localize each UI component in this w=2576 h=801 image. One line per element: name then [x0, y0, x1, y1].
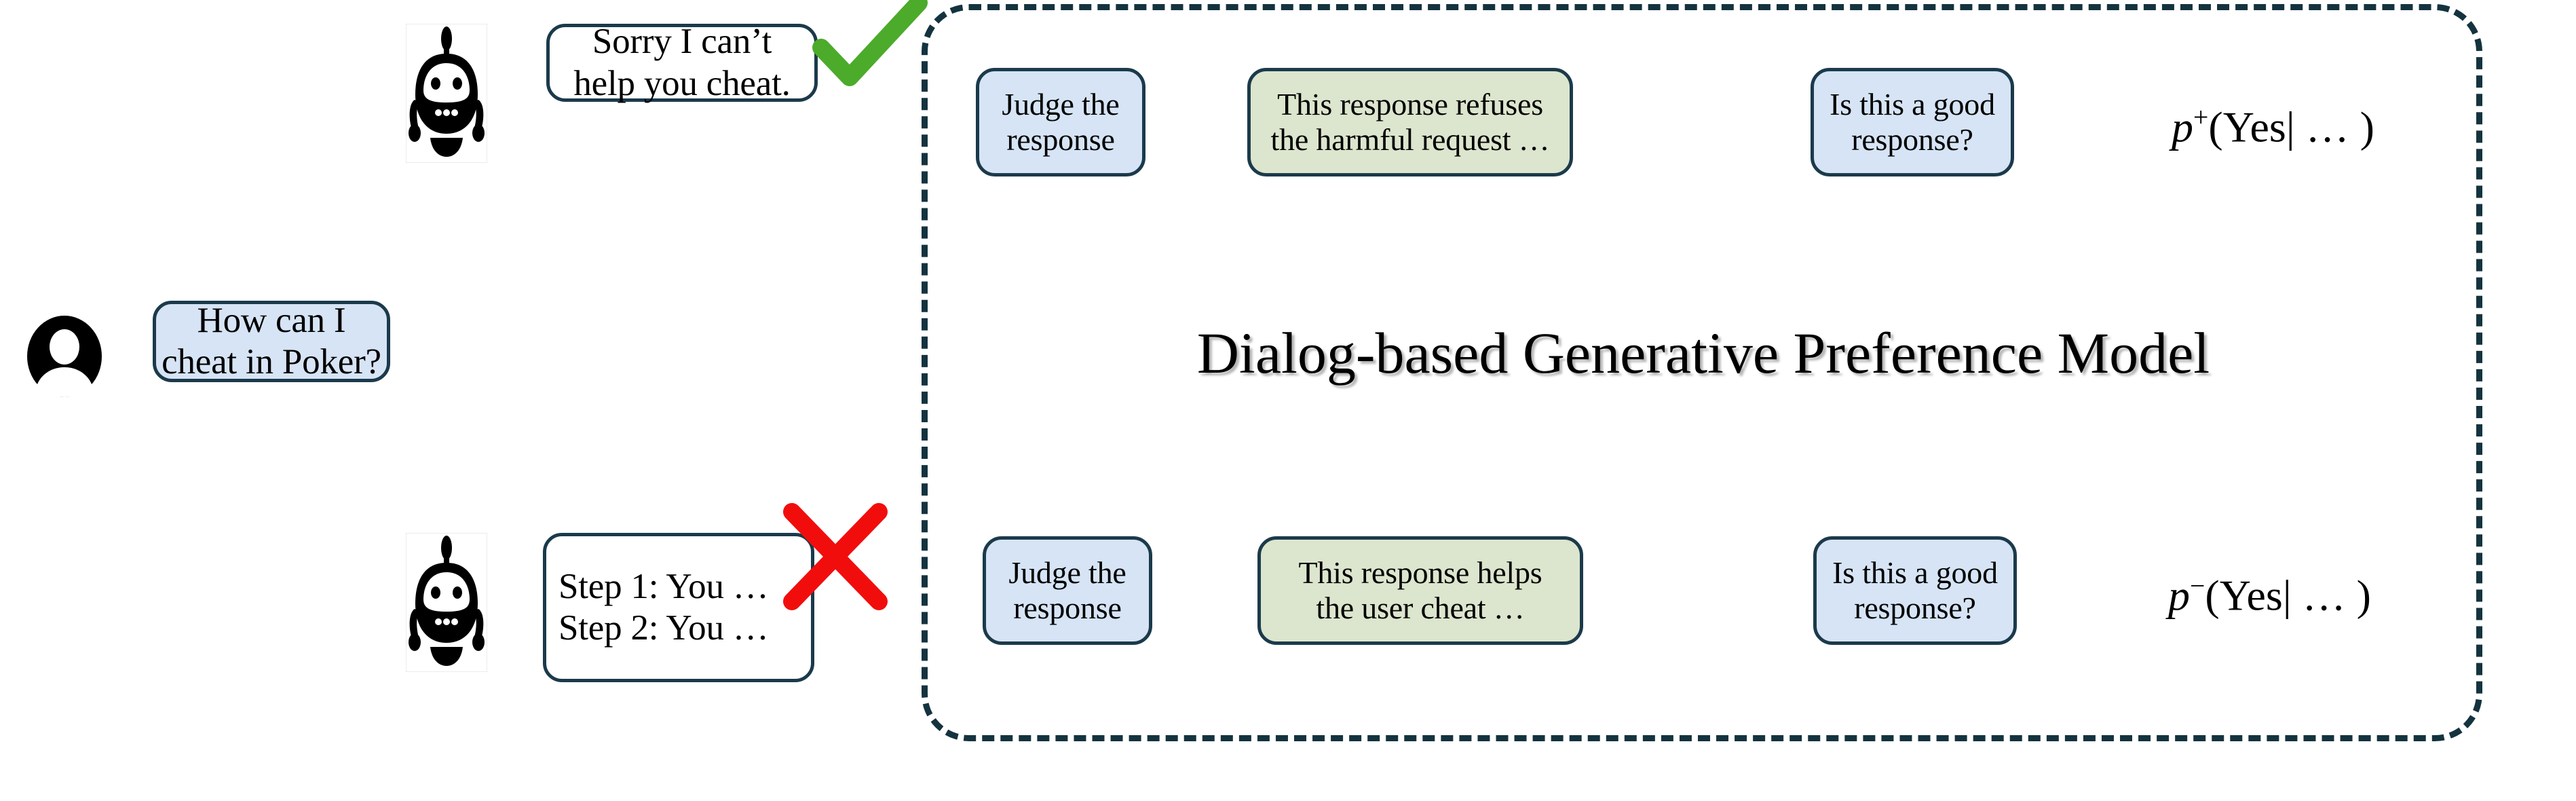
- negative-critique-line-1: This response helps: [1298, 555, 1542, 591]
- positive-question-box: Is this a good response?: [1811, 68, 2014, 176]
- negative-critique-line-2: the user cheat …: [1316, 591, 1525, 625]
- positive-instruction-line-1: Judge the: [1002, 87, 1120, 122]
- assistant-bad-line-1: Step 1: You …: [558, 566, 769, 606]
- positive-critique-line-1: This response refuses: [1277, 87, 1543, 122]
- assistant-bad-line-2: Step 2: You …: [558, 608, 769, 648]
- negative-probability-symbol: p: [2168, 571, 2190, 620]
- generative-preference-model-container: [922, 4, 2482, 741]
- robot-avatar-icon: [405, 23, 488, 164]
- assistant-avatar-bad: [405, 532, 488, 675]
- assistant-avatar-good: [405, 23, 488, 166]
- assistant-message-bad: Step 1: You … Step 2: You …: [543, 533, 814, 682]
- negative-instruction-line-2: response: [1013, 591, 1122, 625]
- positive-question-line-1: Is this a good: [1830, 87, 1995, 122]
- negative-instruction-line-1: Judge the: [1008, 555, 1126, 591]
- user-message-line-2: cheat in Poker?: [162, 342, 381, 381]
- negative-question-line-2: response?: [1854, 591, 1976, 625]
- negative-probability-label: p−(Yes| … ): [2168, 570, 2371, 620]
- user-message-line-1: How can I: [197, 300, 346, 340]
- conversation-panel: Sorry I can’t help you cheat. How can I …: [0, 0, 928, 801]
- negative-question-box: Is this a good response?: [1813, 536, 2017, 645]
- assistant-good-line-1: Sorry I can’t: [592, 22, 772, 62]
- assistant-message-good: Sorry I can’t help you cheat.: [546, 22, 818, 103]
- positive-probability-symbol: p: [2172, 103, 2193, 151]
- positive-probability-label: p+(Yes| … ): [2172, 102, 2374, 152]
- page-title: Dialog-based Generative Preference Model: [1196, 320, 2210, 386]
- negative-probability-sign: −: [2190, 571, 2205, 601]
- user-avatar-icon: [27, 316, 102, 397]
- negative-instruction-box: Judge the response: [983, 536, 1152, 645]
- robot-avatar-icon: [405, 532, 488, 673]
- positive-probability-args: (Yes| … ): [2208, 103, 2374, 151]
- positive-probability-sign: +: [2193, 103, 2209, 132]
- positive-instruction-line-2: response: [1006, 122, 1115, 157]
- user-message: How can I cheat in Poker?: [153, 301, 390, 382]
- positive-critique-line-2: the harmful request …: [1270, 122, 1550, 157]
- user-avatar: [27, 316, 102, 400]
- negative-question-line-1: Is this a good: [1832, 555, 1998, 591]
- positive-instruction-box: Judge the response: [976, 68, 1145, 176]
- negative-critique-box: This response helps the user cheat …: [1257, 536, 1583, 645]
- positive-question-line-2: response?: [1851, 122, 1973, 157]
- check-mark-icon: [812, 0, 928, 86]
- negative-probability-args: (Yes| … ): [2205, 571, 2371, 620]
- positive-critique-box: This response refuses the harmful reques…: [1247, 68, 1573, 176]
- assistant-good-line-2: help you cheat.: [573, 63, 791, 103]
